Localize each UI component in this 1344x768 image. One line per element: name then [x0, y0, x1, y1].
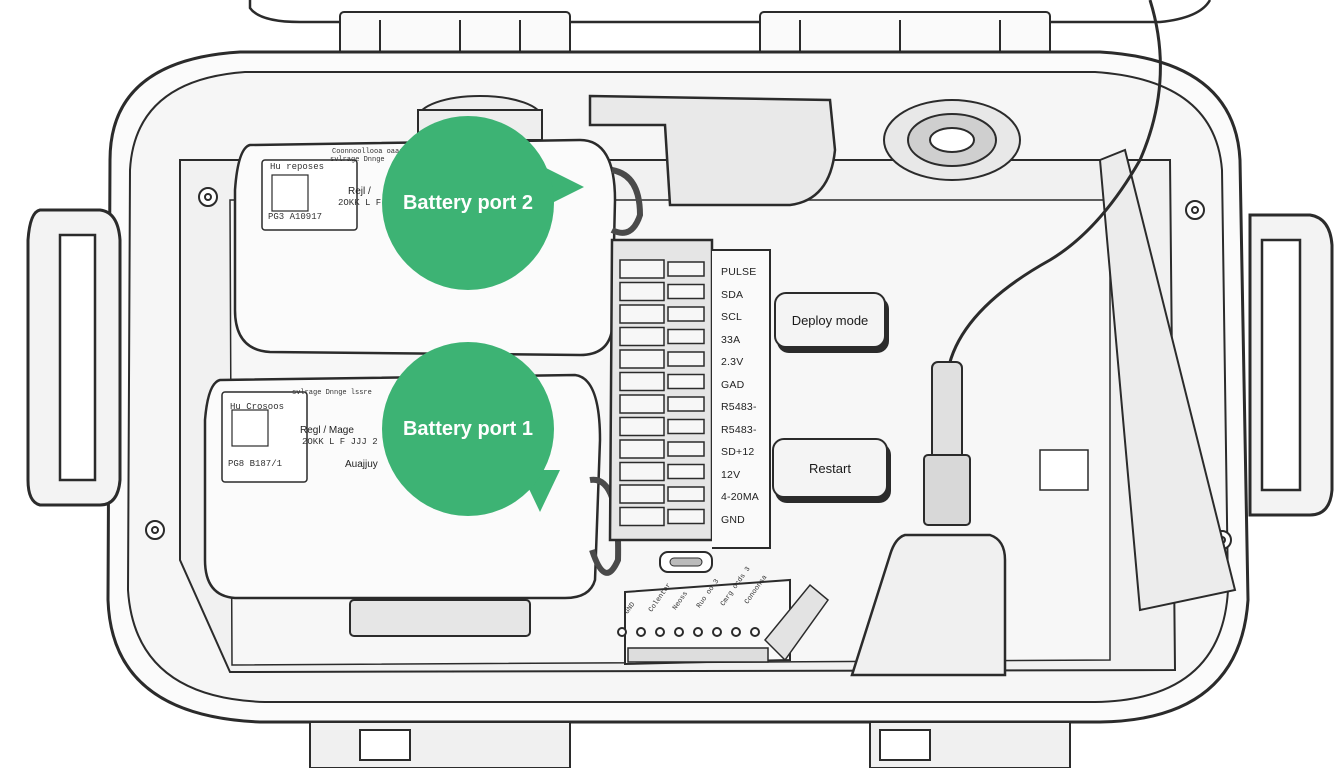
terminal-screw-slot: [619, 281, 665, 302]
terminal-pin-label: R5483-: [721, 401, 757, 413]
terminal-screw-slot: [619, 259, 665, 279]
callout-battery-port-1: Battery port 1: [382, 342, 554, 516]
terminal-screw-slot: [619, 416, 665, 437]
terminal-screw-slot: [619, 371, 665, 392]
terminal-wire-entry: [667, 508, 705, 525]
terminal-wire-entry: [667, 283, 705, 300]
terminal-wire-entry: [667, 261, 705, 277]
terminal-screw-slot: [619, 349, 665, 369]
battery-bottom-label-4: PG8 B187/1: [228, 459, 283, 469]
terminal-screw-slot: [619, 326, 665, 347]
terminal-pin-label: SD+12: [721, 446, 755, 458]
terminal-screw-slot: [619, 394, 665, 414]
terminal-pin-label: PULSE: [721, 266, 757, 278]
battery-top-label-4: PG3 A10917: [268, 212, 323, 222]
battery-top-small-1: Coonnoollooa oaaa: [332, 148, 404, 156]
terminal-pin-label: SDA: [721, 288, 744, 301]
terminal-pin-label: R5483-: [721, 423, 757, 436]
terminal-wire-entry: [667, 463, 705, 480]
terminal-pin-label: GAD: [721, 378, 745, 391]
terminal-pin-label: 2.3V: [721, 356, 744, 368]
restart-button[interactable]: Restart: [772, 438, 888, 498]
terminal-pin-label: SCL: [721, 311, 743, 323]
terminal-pin-label: 12V: [721, 468, 741, 481]
terminal-wire-entry: [667, 418, 705, 435]
terminal-pin-label: 33A: [721, 333, 741, 346]
terminal-wire-entry: [667, 351, 705, 367]
battery-top-label-2: Rejl /: [348, 186, 371, 197]
terminal-pin-label: 4-20MA: [721, 491, 759, 503]
battery-top-label-3: 2OKK L F: [338, 198, 382, 208]
terminal-screw-slot: [619, 439, 665, 459]
terminal-wire-entry: [667, 441, 705, 457]
terminal-screw-slot: [619, 461, 665, 482]
battery-bottom-label-3: 2OKK L F JJJ 2: [302, 437, 378, 447]
terminal-screw-slot: [619, 304, 665, 324]
battery-bottom-label-2: Regl / Mage: [300, 425, 354, 436]
terminal-screw-slot: [619, 506, 665, 527]
battery-bottom-small-1: svlrage Dnnge lssre: [292, 389, 372, 397]
terminal-wire-entry: [667, 396, 705, 412]
battery-bottom-label-1: Hu Crosoos: [230, 402, 285, 412]
terminal-pin-label: GND: [721, 513, 745, 526]
battery-top-small-2: svlrage Dnnge: [330, 156, 385, 164]
callout-battery-port-2: Battery port 2: [382, 116, 554, 290]
terminal-wire-entry: [667, 373, 705, 390]
battery-bottom-label-5: Auajjuy: [345, 459, 378, 470]
terminal-screws: [619, 259, 705, 527]
terminal-screw-slot: [619, 484, 665, 504]
terminal-wire-entry: [667, 486, 705, 502]
battery-top-label-1: Hu reposes: [270, 162, 325, 172]
terminal-wire-entry: [667, 306, 705, 322]
terminal-wire-entry: [667, 328, 705, 345]
deploy-mode-button[interactable]: Deploy mode: [774, 292, 886, 348]
